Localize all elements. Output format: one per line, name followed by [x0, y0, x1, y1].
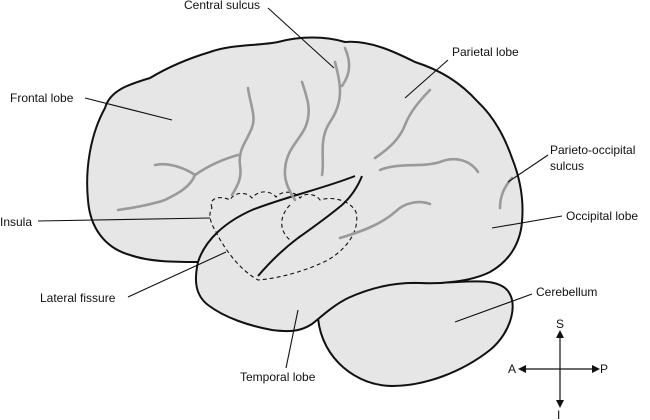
compass-anterior-label: A [508, 362, 516, 376]
sulcus-2 [340, 46, 351, 88]
parieto-occipital-label-line2: sulcus [550, 159, 584, 173]
insula-label: Insula [0, 215, 32, 229]
lateral-fissure-label: Lateral fissure [40, 291, 116, 305]
sulcus-8 [378, 158, 480, 174]
sulcus-7 [373, 88, 432, 160]
occipital-lobe-leader [491, 215, 563, 229]
sulcus-3 [283, 80, 311, 202]
insula-inner-dash [281, 204, 291, 241]
sulcus-4 [230, 86, 255, 197]
central-sulcus-leader [267, 7, 335, 69]
insula-outline [209, 191, 358, 281]
cerebellum-leader [454, 293, 533, 323]
temporal-lobe-leader [285, 309, 299, 369]
parietal-lobe-label: Parietal lobe [452, 45, 519, 59]
sulcus-9 [338, 200, 432, 240]
parieto-occipital-label-line1: Parieto-occipital [550, 143, 635, 157]
frontal-lobe-leader [84, 97, 173, 121]
central-sulcus-line [320, 60, 342, 177]
temporal-lobe-boundary [197, 175, 356, 263]
parietal-lobe-leader [404, 59, 449, 99]
lateral-fissure-leader [127, 251, 227, 298]
central-sulcus-label: Central sulcus [184, 0, 260, 12]
cerebellum-label: Cerebellum [536, 285, 597, 299]
occipital-lobe-label: Occipital lobe [566, 209, 638, 223]
frontal-lobe-label: Frontal lobe [10, 91, 74, 105]
temporal-lobe-label: Temporal lobe [240, 370, 316, 384]
compass-superior-label: S [556, 317, 564, 331]
parieto-occipital-leader [507, 154, 549, 183]
orientation-compass: S A P I [508, 317, 608, 420]
sulcus-6 [116, 173, 197, 212]
compass-posterior-label: P [600, 362, 608, 376]
lateral-fissure-line [257, 175, 363, 277]
insula-leader [37, 217, 211, 222]
compass-inferior-label: I [557, 408, 560, 420]
